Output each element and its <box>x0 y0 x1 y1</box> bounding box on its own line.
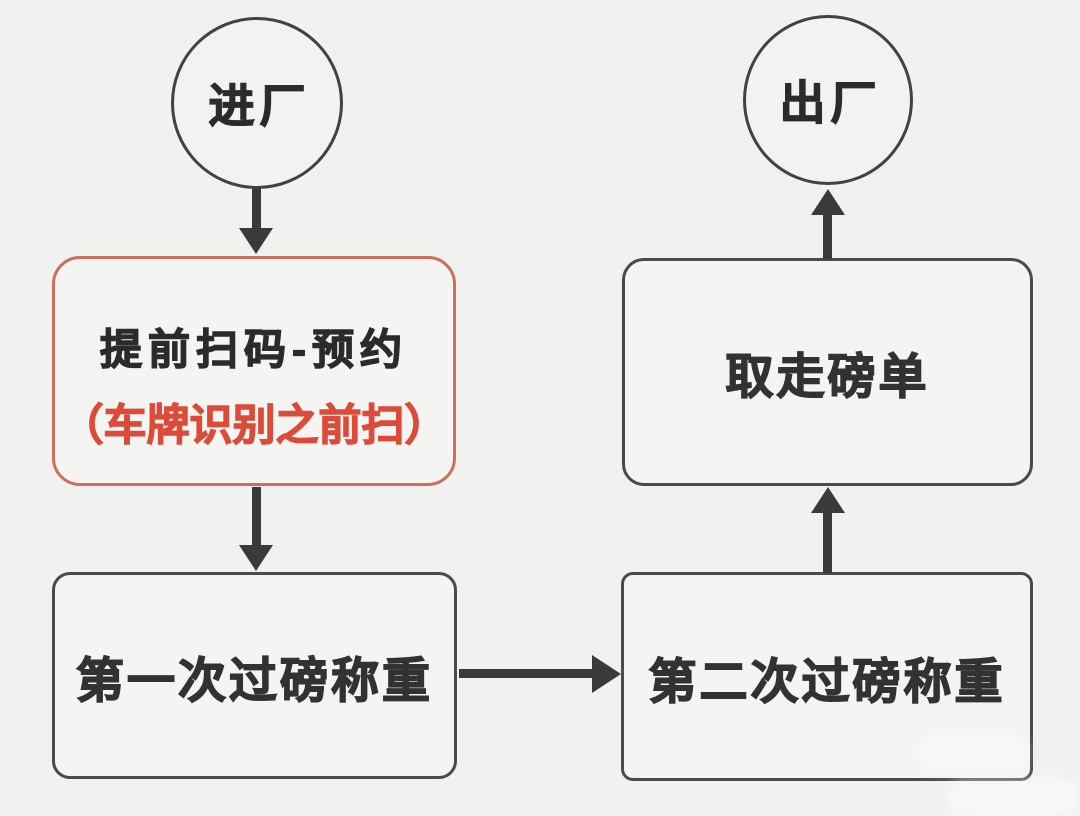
arrow-down-icon <box>239 228 273 254</box>
arrow-weigh2-to-slip-shaft <box>823 511 832 573</box>
exit-factory-label: 出厂 <box>779 76 882 129</box>
arrow-up-icon <box>811 189 845 215</box>
node-second-weighing: 第二次过磅称重 <box>621 572 1033 781</box>
node-take-weight-slip: 取走磅单 <box>622 258 1033 486</box>
node-enter-factory: 进厂 <box>171 17 343 189</box>
arrow-down-icon <box>239 545 273 571</box>
watermark-smudge <box>920 736 1028 772</box>
scan-appointment-note: （车牌识别之前扫） <box>60 401 448 450</box>
arrow-slip-to-end-shaft <box>823 213 832 259</box>
watermark-smudge <box>948 780 1080 816</box>
second-weighing-label: 第二次过磅称重 <box>648 655 1006 709</box>
first-weighing-label: 第一次过磅称重 <box>75 654 433 708</box>
node-scan-appointment: 提前扫码-预约 （车牌识别之前扫） <box>52 256 456 486</box>
arrow-scan-to-weigh1-shaft <box>252 487 261 547</box>
scan-appointment-label: 提前扫码-预约 <box>99 325 408 373</box>
arrow-start-to-scan-shaft <box>252 188 261 232</box>
arrow-right-icon <box>592 655 621 693</box>
arrow-up-icon <box>811 487 845 513</box>
enter-factory-label: 进厂 <box>208 79 311 132</box>
take-weight-slip-label: 取走磅单 <box>725 350 930 404</box>
arrow-weigh1-to-weigh2-shaft <box>459 669 593 678</box>
node-exit-factory: 出厂 <box>743 15 913 185</box>
node-first-weighing: 第一次过磅称重 <box>52 572 457 779</box>
